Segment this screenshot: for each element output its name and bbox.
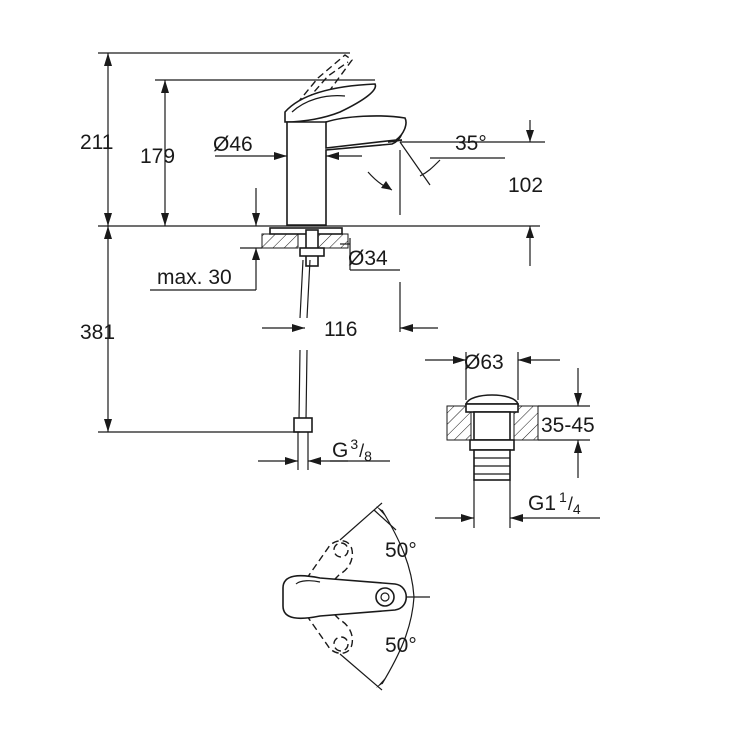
deck-hatch-left — [261, 233, 299, 249]
lever-top — [282, 574, 408, 620]
label-spout-reach: 116 — [324, 318, 357, 341]
label-max-deck: max. 30 — [157, 266, 232, 289]
waste-plug-head — [464, 394, 520, 405]
faucet-top-view — [282, 502, 430, 691]
spout-top — [325, 115, 407, 149]
faucet-side-view — [98, 54, 540, 470]
hose-fitting — [293, 417, 313, 433]
label-lever-angle-top: 50° — [385, 539, 417, 562]
lever-rotated-up — [299, 540, 354, 599]
label-lever-angle-bottom: 50° — [385, 634, 417, 657]
waste-thread — [473, 449, 511, 481]
deck-hatch-right — [317, 233, 349, 249]
supply-hose-lower — [298, 349, 308, 421]
hose-tail — [297, 432, 309, 470]
lever-raised-outline — [289, 54, 353, 119]
label-total-height: 211 — [80, 131, 113, 154]
waste-body — [473, 411, 511, 441]
stud-nut — [299, 247, 325, 257]
label-waste-diameter: Ø63 — [464, 351, 504, 374]
waste-valve — [425, 352, 600, 528]
label-hose-length: 381 — [80, 321, 115, 344]
label-spout-height: 179 — [140, 145, 175, 168]
lever-handle — [284, 83, 377, 123]
lever-pivot — [375, 587, 395, 607]
dimension-lines — [98, 52, 545, 465]
lever-detail — [291, 95, 346, 113]
label-waste-range: 35-45 — [541, 414, 595, 437]
waste-tail — [473, 480, 511, 528]
label-mount-diameter: Ø34 — [348, 247, 388, 270]
aerator — [387, 139, 403, 143]
waste-flange — [465, 403, 519, 413]
dimension-labels: 211 179 Ø46 35° 102 Ø34 max. 30 116 381 … — [80, 131, 595, 657]
label-spout-angle: 35° — [455, 132, 487, 155]
label-body-diameter: Ø46 — [213, 133, 253, 156]
supply-hose-upper — [299, 259, 311, 319]
waste-nut — [469, 439, 515, 451]
lever-rotated-down — [299, 595, 354, 654]
label-outlet-height: 102 — [508, 174, 543, 197]
